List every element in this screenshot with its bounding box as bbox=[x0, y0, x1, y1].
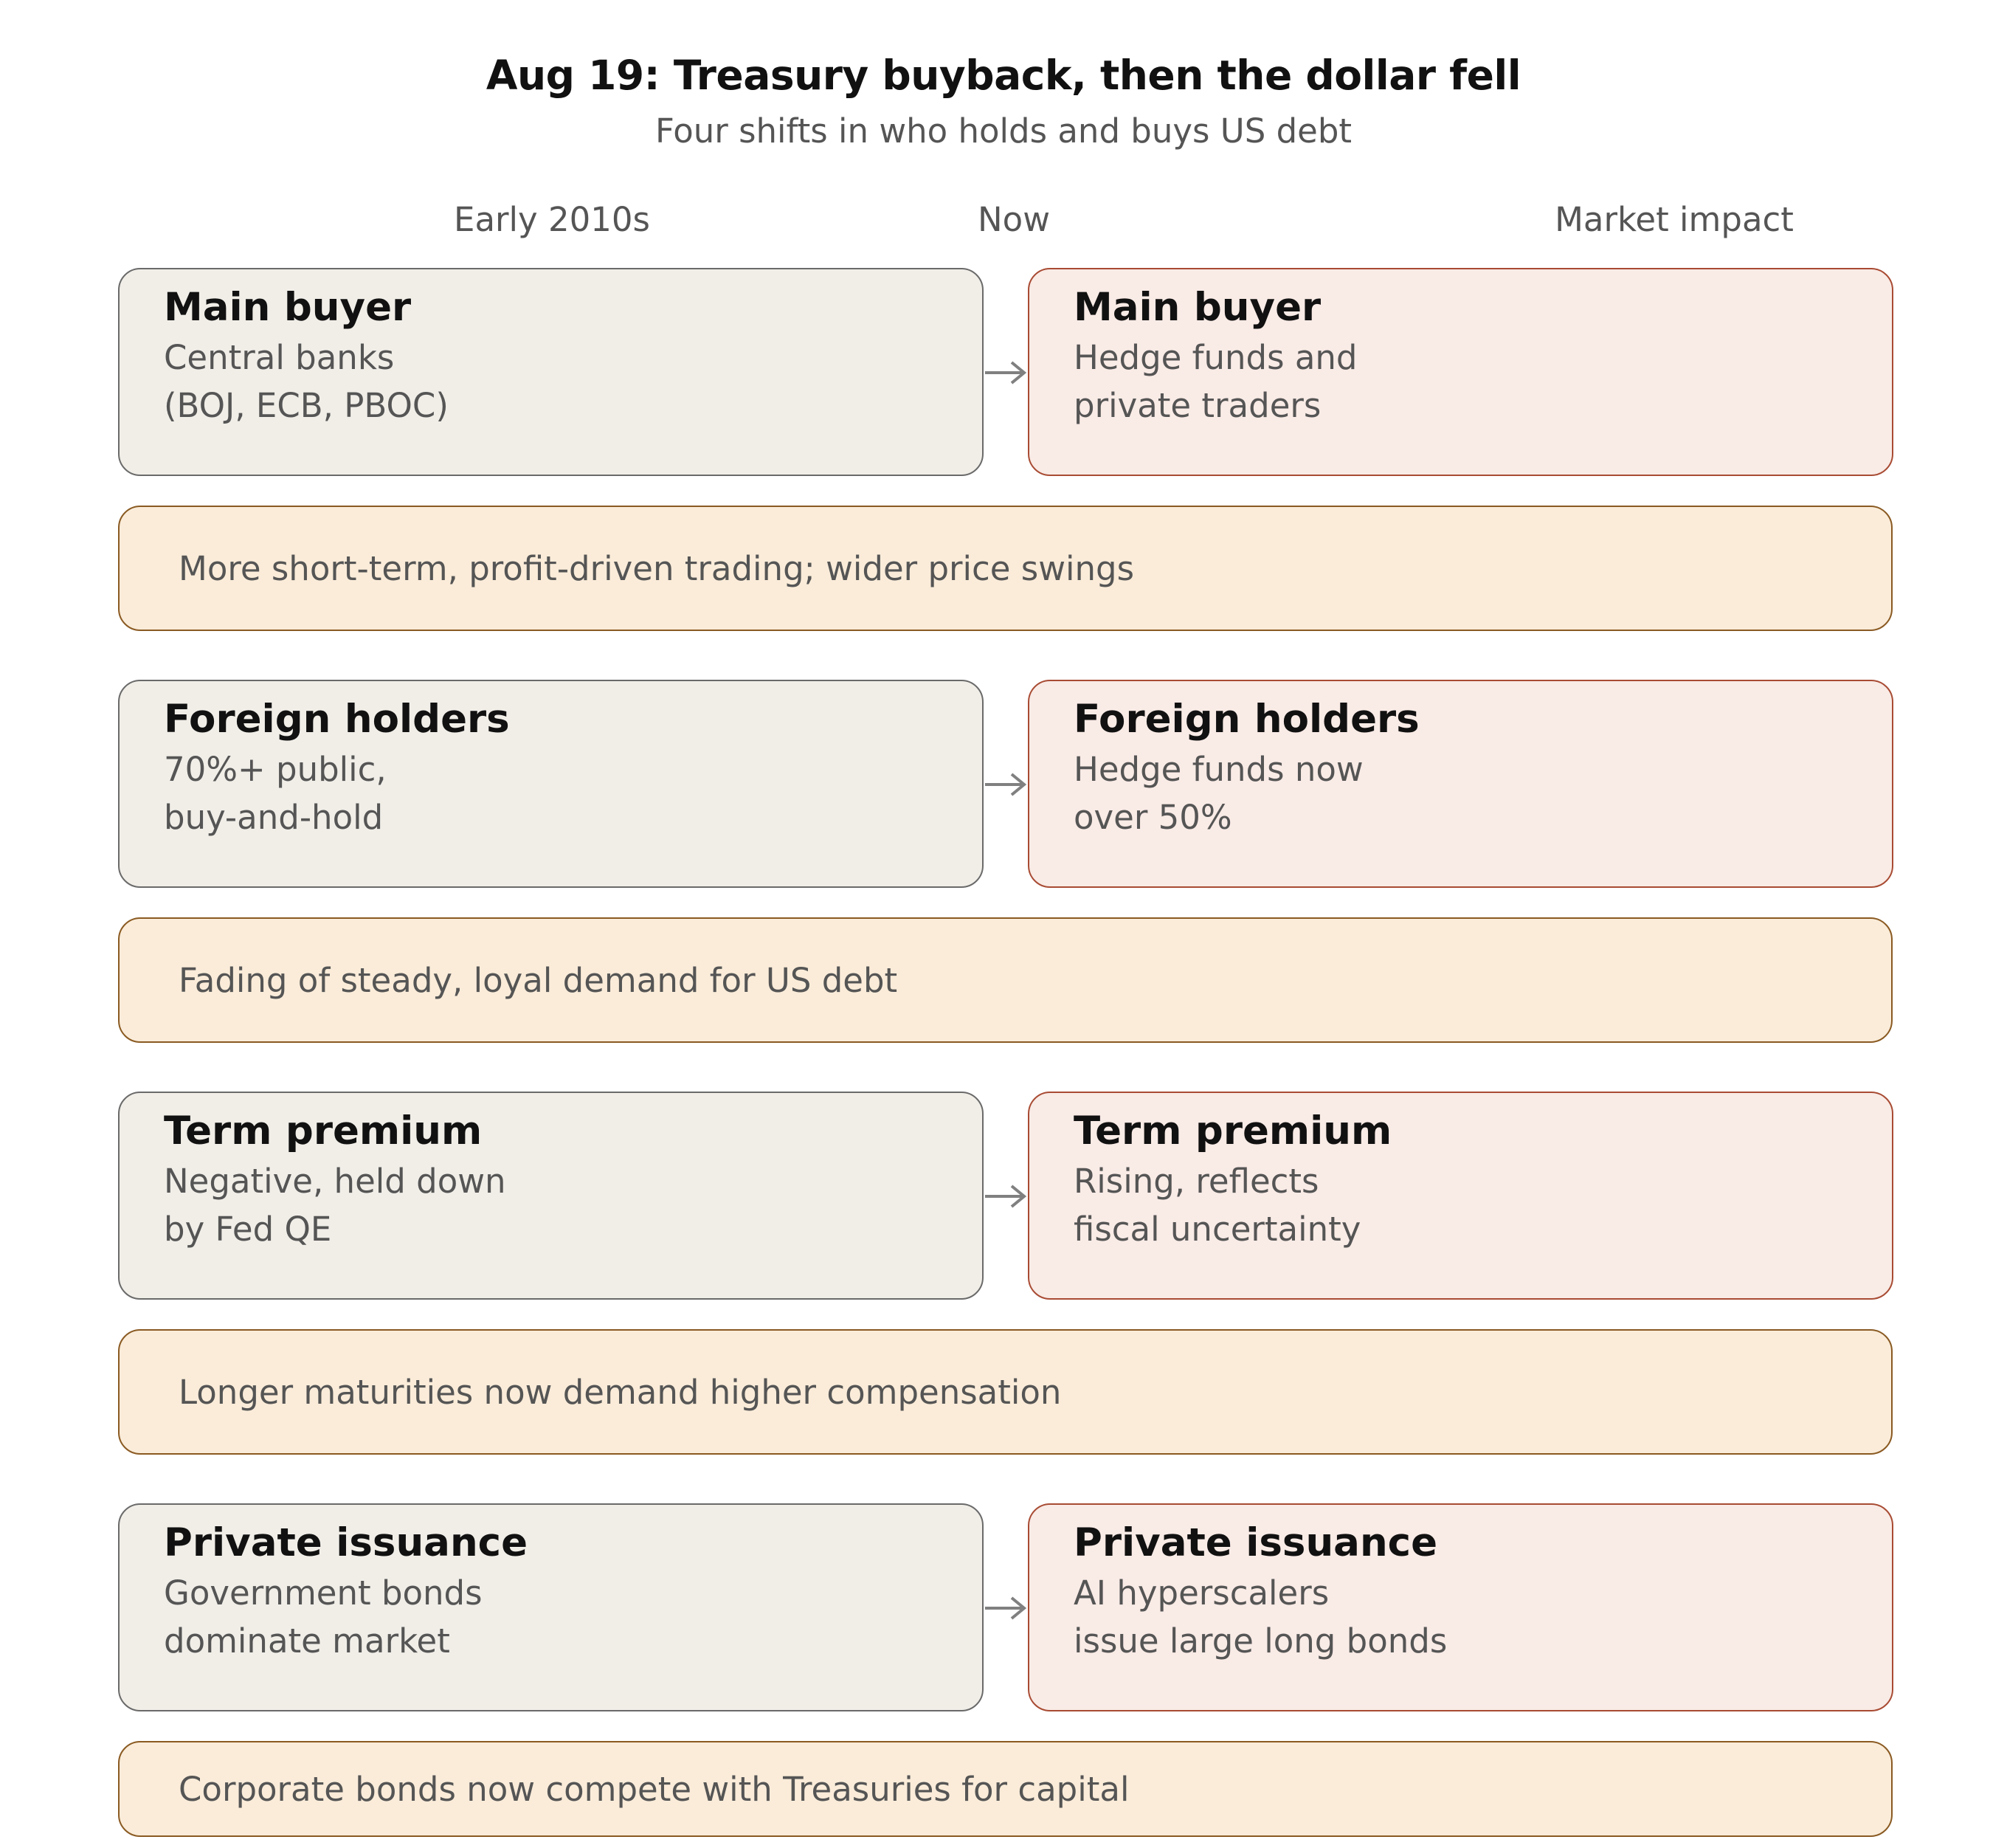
impact-text: More short-term, profit-driven trading; … bbox=[179, 549, 1135, 588]
after-card-line: Rising, reflects bbox=[1074, 1162, 1319, 1201]
before-card-line: (BOJ, ECB, PBOC) bbox=[164, 386, 449, 425]
after-card: Main buyer Hedge funds and private trade… bbox=[1028, 268, 1893, 476]
before-card: Main buyer Central banks (BOJ, ECB, PBOC… bbox=[118, 268, 984, 476]
after-card-title: Main buyer bbox=[1074, 285, 1322, 330]
impact-box: Fading of steady, loyal demand for US de… bbox=[118, 917, 1893, 1043]
after-card: Foreign holders Hedge funds now over 50% bbox=[1028, 680, 1893, 888]
after-card-line: AI hyperscalers bbox=[1074, 1573, 1330, 1613]
right-arrow-icon bbox=[985, 1185, 1027, 1208]
after-card-line: Hedge funds and bbox=[1074, 338, 1358, 377]
column-header-early: Early 2010s bbox=[454, 200, 650, 239]
before-card-title: Private issuance bbox=[164, 1520, 528, 1565]
after-card-line: fiscal uncertainty bbox=[1074, 1210, 1361, 1249]
after-card-line: over 50% bbox=[1074, 798, 1232, 837]
after-card-line: Hedge funds now bbox=[1074, 750, 1364, 789]
impact-box: Longer maturities now demand higher comp… bbox=[118, 1329, 1893, 1455]
before-card-title: Foreign holders bbox=[164, 697, 510, 742]
before-card: Foreign holders 70%+ public, buy-and-hol… bbox=[118, 680, 984, 888]
after-card-line: issue large long bonds bbox=[1074, 1621, 1448, 1661]
before-card: Private issuance Government bonds domina… bbox=[118, 1503, 984, 1711]
right-arrow-icon bbox=[985, 773, 1027, 796]
before-card-line: 70%+ public, bbox=[164, 750, 387, 789]
after-card-title: Private issuance bbox=[1074, 1520, 1438, 1565]
impact-text: Corporate bonds now compete with Treasur… bbox=[179, 1770, 1130, 1809]
after-card: Private issuance AI hyperscalers issue l… bbox=[1028, 1503, 1893, 1711]
before-card-line: Government bonds bbox=[164, 1573, 483, 1613]
right-arrow-icon bbox=[985, 361, 1027, 385]
after-card-title: Foreign holders bbox=[1074, 697, 1420, 742]
before-card-title: Main buyer bbox=[164, 285, 412, 330]
impact-box: Corporate bonds now compete with Treasur… bbox=[118, 1741, 1893, 1837]
before-card-line: Negative, held down bbox=[164, 1162, 506, 1201]
before-card-line: Central banks bbox=[164, 338, 395, 377]
right-arrow-icon bbox=[985, 1596, 1027, 1620]
after-card-title: Term premium bbox=[1074, 1109, 1392, 1154]
column-header-now: Now bbox=[978, 200, 1050, 239]
after-card-line: private traders bbox=[1074, 386, 1322, 425]
impact-text: Fading of steady, loyal demand for US de… bbox=[179, 961, 898, 1000]
column-header-impact: Market impact bbox=[1555, 200, 1794, 239]
before-card-line: by Fed QE bbox=[164, 1210, 332, 1249]
before-card-line: buy-and-hold bbox=[164, 798, 384, 837]
before-card-title: Term premium bbox=[164, 1109, 483, 1154]
diagram-subtitle: Four shifts in who holds and buys US deb… bbox=[654, 111, 1353, 151]
before-card: Term premium Negative, held down by Fed … bbox=[118, 1092, 984, 1300]
impact-box: More short-term, profit-driven trading; … bbox=[118, 506, 1893, 631]
diagram-title: Aug 19: Treasury buyback, then the dolla… bbox=[486, 52, 1521, 99]
after-card: Term premium Rising, reflects fiscal unc… bbox=[1028, 1092, 1893, 1300]
impact-text: Longer maturities now demand higher comp… bbox=[179, 1373, 1062, 1412]
before-card-line: dominate market bbox=[164, 1621, 450, 1661]
